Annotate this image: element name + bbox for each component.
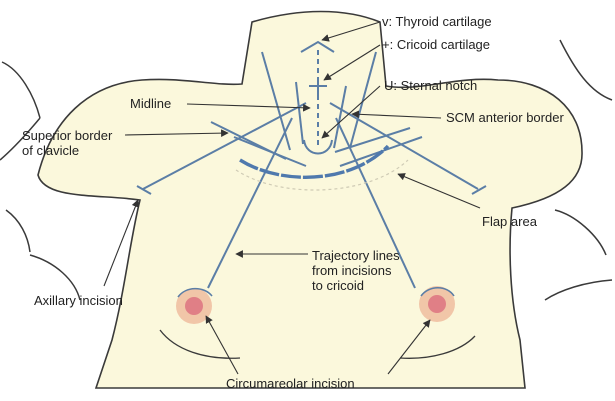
- left-arm-stroke: [2, 62, 40, 118]
- right-lower-stroke: [545, 280, 612, 300]
- trajectory-label-line1: Trajectory lines: [312, 248, 432, 263]
- thyroid-cartilage-label: v: Thyroid cartilage: [382, 14, 492, 29]
- left-breast: [176, 288, 212, 324]
- midline-label: Midline: [130, 96, 171, 111]
- left-lower-stroke-2: [6, 210, 30, 252]
- trajectory-label-line2: from incisions: [312, 263, 432, 278]
- right-nipple: [428, 295, 446, 313]
- left-nipple: [185, 297, 203, 315]
- right-lower-stroke-2: [555, 210, 606, 255]
- axillary-incision-label: Axillary incision: [34, 293, 123, 308]
- cricoid-cartilage-label: +: Cricoid cartilage: [382, 37, 490, 52]
- sternal-notch-label: U: Sternal notch: [384, 78, 477, 93]
- right-arm-stroke: [560, 40, 612, 100]
- superior-border-clavicle-label: Superior border of clavicle: [22, 128, 142, 158]
- torso-outline: [38, 12, 582, 389]
- clavicle-label-line2: of clavicle: [22, 143, 142, 158]
- clavicle-label-line1: Superior border: [22, 128, 142, 143]
- circumareolar-incision-label: Circumareolar incision: [226, 376, 355, 391]
- trajectory-lines-label: Trajectory lines from incisions to crico…: [312, 248, 432, 293]
- trajectory-label-line3: to cricoid: [312, 278, 432, 293]
- scm-anterior-border-label: SCM anterior border: [446, 110, 564, 125]
- flap-area-label: Flap area: [482, 214, 537, 229]
